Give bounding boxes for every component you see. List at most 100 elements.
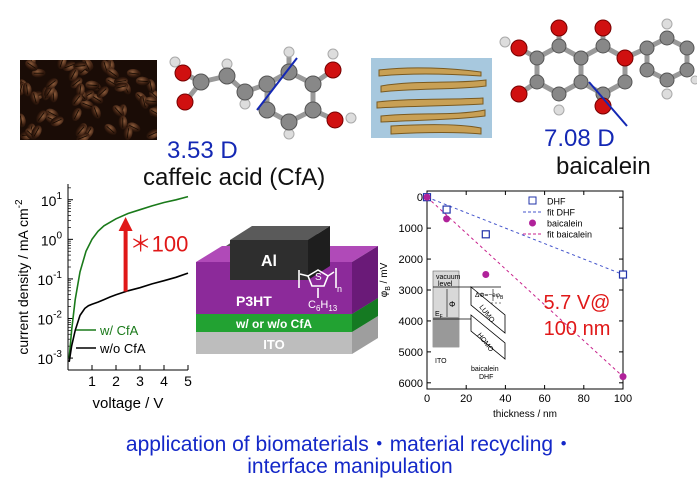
coffee-bean-crease xyxy=(47,80,56,88)
coffee-bean-crease xyxy=(73,109,80,120)
coffee-bean-crease xyxy=(75,65,86,67)
coffee-bean-crease xyxy=(27,62,36,69)
coffee-bean-crease xyxy=(126,128,129,139)
coffee-bean-crease xyxy=(151,109,157,116)
coffee-bean-crease xyxy=(64,64,75,69)
coffee-bean-crease xyxy=(103,62,108,72)
coffee-bean-crease xyxy=(33,127,40,137)
x-tick-label: 0 xyxy=(424,393,430,405)
legend-label: w/ CfA xyxy=(99,323,139,338)
vacuum-label: vacuum xyxy=(436,274,461,281)
coffee-bean-crease xyxy=(26,84,29,95)
ef-label: EF xyxy=(435,311,443,320)
y-tick-label: 4000 xyxy=(399,316,423,328)
dhf-point xyxy=(481,230,490,239)
fit-line xyxy=(426,196,624,275)
al-label: Al xyxy=(261,253,277,270)
al-electrode xyxy=(230,240,308,280)
ito-label: ITO xyxy=(263,337,284,352)
coffee-bean-crease xyxy=(108,70,117,77)
y-axis-label: φB / mV xyxy=(379,262,392,297)
ito-inset-label: ITO xyxy=(435,358,447,365)
coffee-bean-crease xyxy=(106,126,115,134)
y-tick-label: 10-3 xyxy=(38,349,63,367)
energy-diagram-inset: vacuumlevelΦEFΔΦ=−eφBLUMOHOMOITObaicalei… xyxy=(432,270,506,381)
caption-line-1: application of biomaterials・material rec… xyxy=(125,433,575,456)
x-tick-label: 100 xyxy=(614,393,632,405)
coffee-bean-crease xyxy=(77,126,85,135)
coffee-bean-crease xyxy=(20,83,23,94)
x-tick-label: 2 xyxy=(112,373,120,389)
homo-band xyxy=(470,314,506,360)
legend-label: w/o CfA xyxy=(99,341,146,356)
ito-layer xyxy=(196,332,352,354)
side-chain-label: C6H13 xyxy=(308,299,338,313)
legend-label: DHF xyxy=(547,197,566,207)
legend-label: fit baicalein xyxy=(547,230,592,240)
y-tick-label: 6000 xyxy=(399,378,423,390)
cfa-layer-label: w/ or w/o CfA xyxy=(235,317,312,331)
coffee-bean-crease xyxy=(114,107,122,116)
repeat-n-label: n xyxy=(337,284,342,294)
dipole-arrow-caffeic xyxy=(256,57,298,111)
baicalein-point xyxy=(619,373,627,381)
ito-block-lower xyxy=(433,317,459,347)
coffee-bean-crease xyxy=(129,124,139,131)
p3ht-label: P3HT xyxy=(236,293,272,309)
y-tick-label: 100 xyxy=(41,230,63,248)
coffee-bean-crease xyxy=(147,131,157,137)
series-line-with-cfa xyxy=(68,195,189,359)
x-tick-label: 5 xyxy=(184,373,192,389)
y-tick-label: 10-1 xyxy=(38,270,63,288)
x-axis-label: voltage / V xyxy=(93,395,164,412)
phi-label: Φ xyxy=(449,300,455,309)
lumo-band xyxy=(470,286,506,334)
baicalein-point xyxy=(443,215,451,223)
baicalein-point xyxy=(482,271,490,279)
legend-marker xyxy=(528,196,537,205)
thiophene-s-label: S xyxy=(315,272,322,283)
coffee-bean-crease xyxy=(73,95,81,105)
baicalein-point xyxy=(423,193,431,201)
coffee-bean-crease xyxy=(98,88,107,96)
coffee-bean-crease xyxy=(115,80,127,83)
legend-label: fit DHF xyxy=(547,208,576,218)
coffee-bean-crease xyxy=(77,135,88,140)
series-line-without-cfa xyxy=(68,272,189,363)
factor-label: ＊100 xyxy=(130,231,189,256)
x-tick-label: 40 xyxy=(499,393,511,405)
coffee-bean-crease xyxy=(82,102,93,108)
y-axis-label: current density / mA cm-2 xyxy=(14,199,31,355)
coffee-bean-crease xyxy=(70,70,77,80)
legend-label: baicalein xyxy=(547,219,583,229)
annotation-line-1: 5.7 V@ xyxy=(543,292,610,314)
scutellaria-root-photo xyxy=(371,58,492,138)
device-stack: Al S n C6H13 P3HT w/ or w/o CfA ITO xyxy=(196,226,378,354)
fit-line xyxy=(426,196,624,377)
level-label: level xyxy=(438,281,453,288)
coffee-bean-crease xyxy=(149,81,153,91)
coffee-bean-crease xyxy=(146,100,157,103)
y-tick-label: 0 xyxy=(417,192,423,204)
coffee-bean-crease xyxy=(37,112,45,121)
factor-arrow-head xyxy=(118,217,133,232)
caffeic-acid-molecule xyxy=(169,46,357,140)
coffee-bean-crease xyxy=(93,107,99,118)
baicalein-dipole-label: 7.08 D xyxy=(544,125,615,152)
cfa-layer xyxy=(196,314,352,332)
coffee-bean-crease xyxy=(142,97,146,108)
x-tick-label: 3 xyxy=(136,373,144,389)
coffee-bean-crease xyxy=(52,118,62,124)
y-tick-label: 3000 xyxy=(399,285,423,297)
coffee-bean-crease xyxy=(116,85,127,89)
y-tick-label: 1000 xyxy=(399,223,423,235)
dhf-inset-label: DHF xyxy=(479,374,493,381)
caffeic-dipole-label: 3.53 D xyxy=(167,137,238,164)
coffee-bean-crease xyxy=(107,79,117,86)
baicalein-inset-label: baicalein xyxy=(471,366,499,373)
baicalein-molecule xyxy=(499,18,697,127)
coffee-bean-crease xyxy=(128,72,139,75)
coffee-bean-crease xyxy=(92,96,102,102)
caption-line-2: interface manipulation xyxy=(247,455,453,478)
